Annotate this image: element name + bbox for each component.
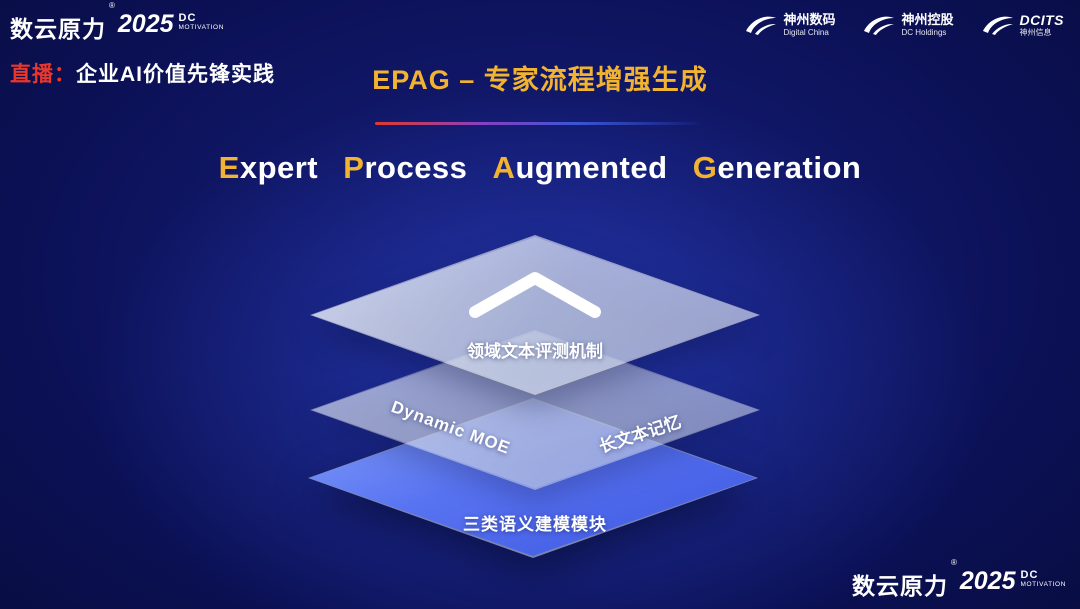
- gradient-divider: [375, 122, 700, 125]
- swoosh-icon: [982, 16, 1013, 35]
- live-prefix: 直播：: [10, 63, 76, 86]
- brand-logo-top-left: 数云原力® 2025 DC MOTIVATION: [10, 1, 225, 44]
- chevron-up-icon: [469, 272, 601, 318]
- bottom-layer-label: 三类语义建模模块: [463, 515, 607, 534]
- live-title: 企业AI价值先锋实践: [76, 63, 275, 86]
- partner-dcits: DCITS 神州信息: [980, 12, 1065, 37]
- partner-digital-china: 神州数码 Digital China: [743, 12, 835, 37]
- swoosh-icon: [746, 16, 777, 35]
- layer-domain-evaluation: [310, 235, 760, 395]
- slide-title: EPAG – 专家流程增强生成: [372, 65, 708, 95]
- brand-logo-bottom-right: 数云原力® 2025 DC MOTIVATION: [851, 558, 1066, 601]
- brand-name: 数云原力: [851, 573, 948, 599]
- live-stream-label: 直播：企业AI价值先锋实践: [10, 58, 275, 88]
- brand-year: 2025: [959, 567, 1016, 595]
- layer-semantic-modeling: [308, 398, 758, 558]
- brand-year: 2025: [117, 10, 174, 38]
- registered-mark: ®: [950, 558, 957, 567]
- brand-name: 数云原力: [10, 16, 106, 42]
- registered-mark: ®: [109, 1, 115, 10]
- brand-tagline: DC MOTIVATION: [178, 12, 225, 31]
- top-layer-label: 领域文本评测机制: [467, 342, 603, 361]
- partner-dc-holdings: 神州控股 DC Holdings: [861, 12, 954, 37]
- partner-logos: 神州数码 Digital China 神州控股 DC Holdings DCIT…: [743, 12, 1064, 37]
- page-title: Expert Process Augmented Generation: [218, 150, 862, 185]
- swoosh-icon: [864, 16, 895, 35]
- brand-tagline: DC MOTIVATION: [1020, 569, 1066, 588]
